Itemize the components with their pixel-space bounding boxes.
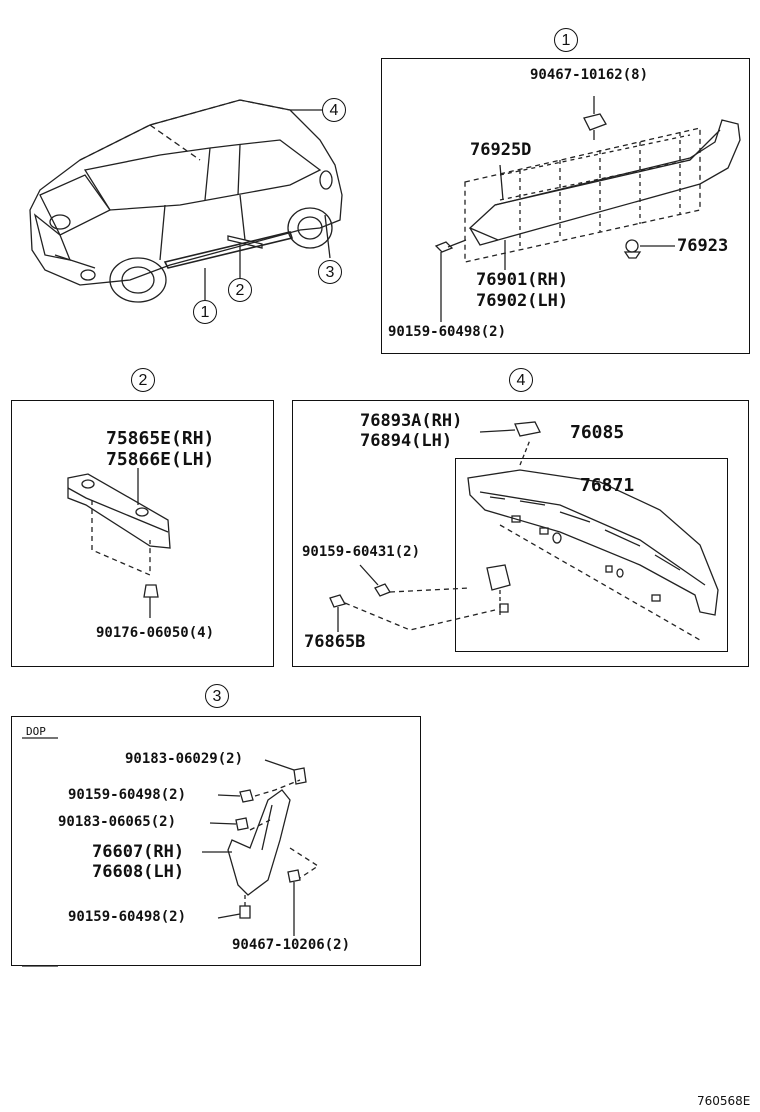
diagram-code: 760568E	[697, 1094, 751, 1108]
part-90467-10206: 90467-10206(2)	[232, 937, 351, 953]
panel-side-mudguard	[381, 58, 750, 354]
panel-spoiler-inner	[455, 458, 728, 652]
part-75865E-rh: 75865E(RH)	[106, 428, 215, 449]
part-90159-60498-p3a: 90159-60498(2)	[68, 787, 187, 803]
callout-1-car: 1	[193, 300, 217, 324]
part-76865B: 76865B	[304, 632, 366, 652]
part-90159-60498-p1: 90159-60498(2)	[388, 324, 507, 340]
callout-2-header: 2	[131, 368, 155, 392]
part-76085: 76085	[570, 422, 625, 443]
part-90467-10162: 90467-10162(8)	[530, 67, 649, 83]
part-75866E-lh: 75866E(LH)	[106, 449, 215, 470]
callout-3-header: 3	[205, 684, 229, 708]
callout-3-car: 3	[318, 260, 342, 284]
part-76923: 76923	[677, 236, 729, 256]
panel-mudguard	[11, 716, 421, 966]
part-90183-06029: 90183-06029(2)	[125, 751, 244, 767]
part-90159-60431: 90159-60431(2)	[302, 544, 421, 560]
panel-spoiler	[292, 400, 749, 667]
part-76607-rh: 76607(RH)	[92, 842, 185, 862]
part-76902-lh: 76902(LH)	[476, 291, 569, 311]
dop-label: DOP	[26, 725, 46, 738]
part-90183-06065: 90183-06065(2)	[58, 814, 177, 830]
part-90159-60498-p3b: 90159-60498(2)	[68, 909, 187, 925]
part-76871: 76871	[580, 475, 635, 496]
part-90176-06050: 90176-06050(4)	[96, 625, 215, 641]
callout-4-top: 4	[322, 98, 346, 122]
part-76901-rh: 76901(RH)	[476, 270, 569, 290]
callout-2-car: 2	[228, 278, 252, 302]
part-76925D: 76925D	[470, 140, 532, 160]
callout-4-header: 4	[509, 368, 533, 392]
callout-1-header: 1	[554, 28, 578, 52]
part-76894-lh: 76894(LH)	[360, 431, 453, 451]
panel-rocker-cap	[11, 400, 274, 667]
part-76608-lh: 76608(LH)	[92, 862, 185, 882]
part-76893A-rh: 76893A(RH)	[360, 411, 463, 431]
